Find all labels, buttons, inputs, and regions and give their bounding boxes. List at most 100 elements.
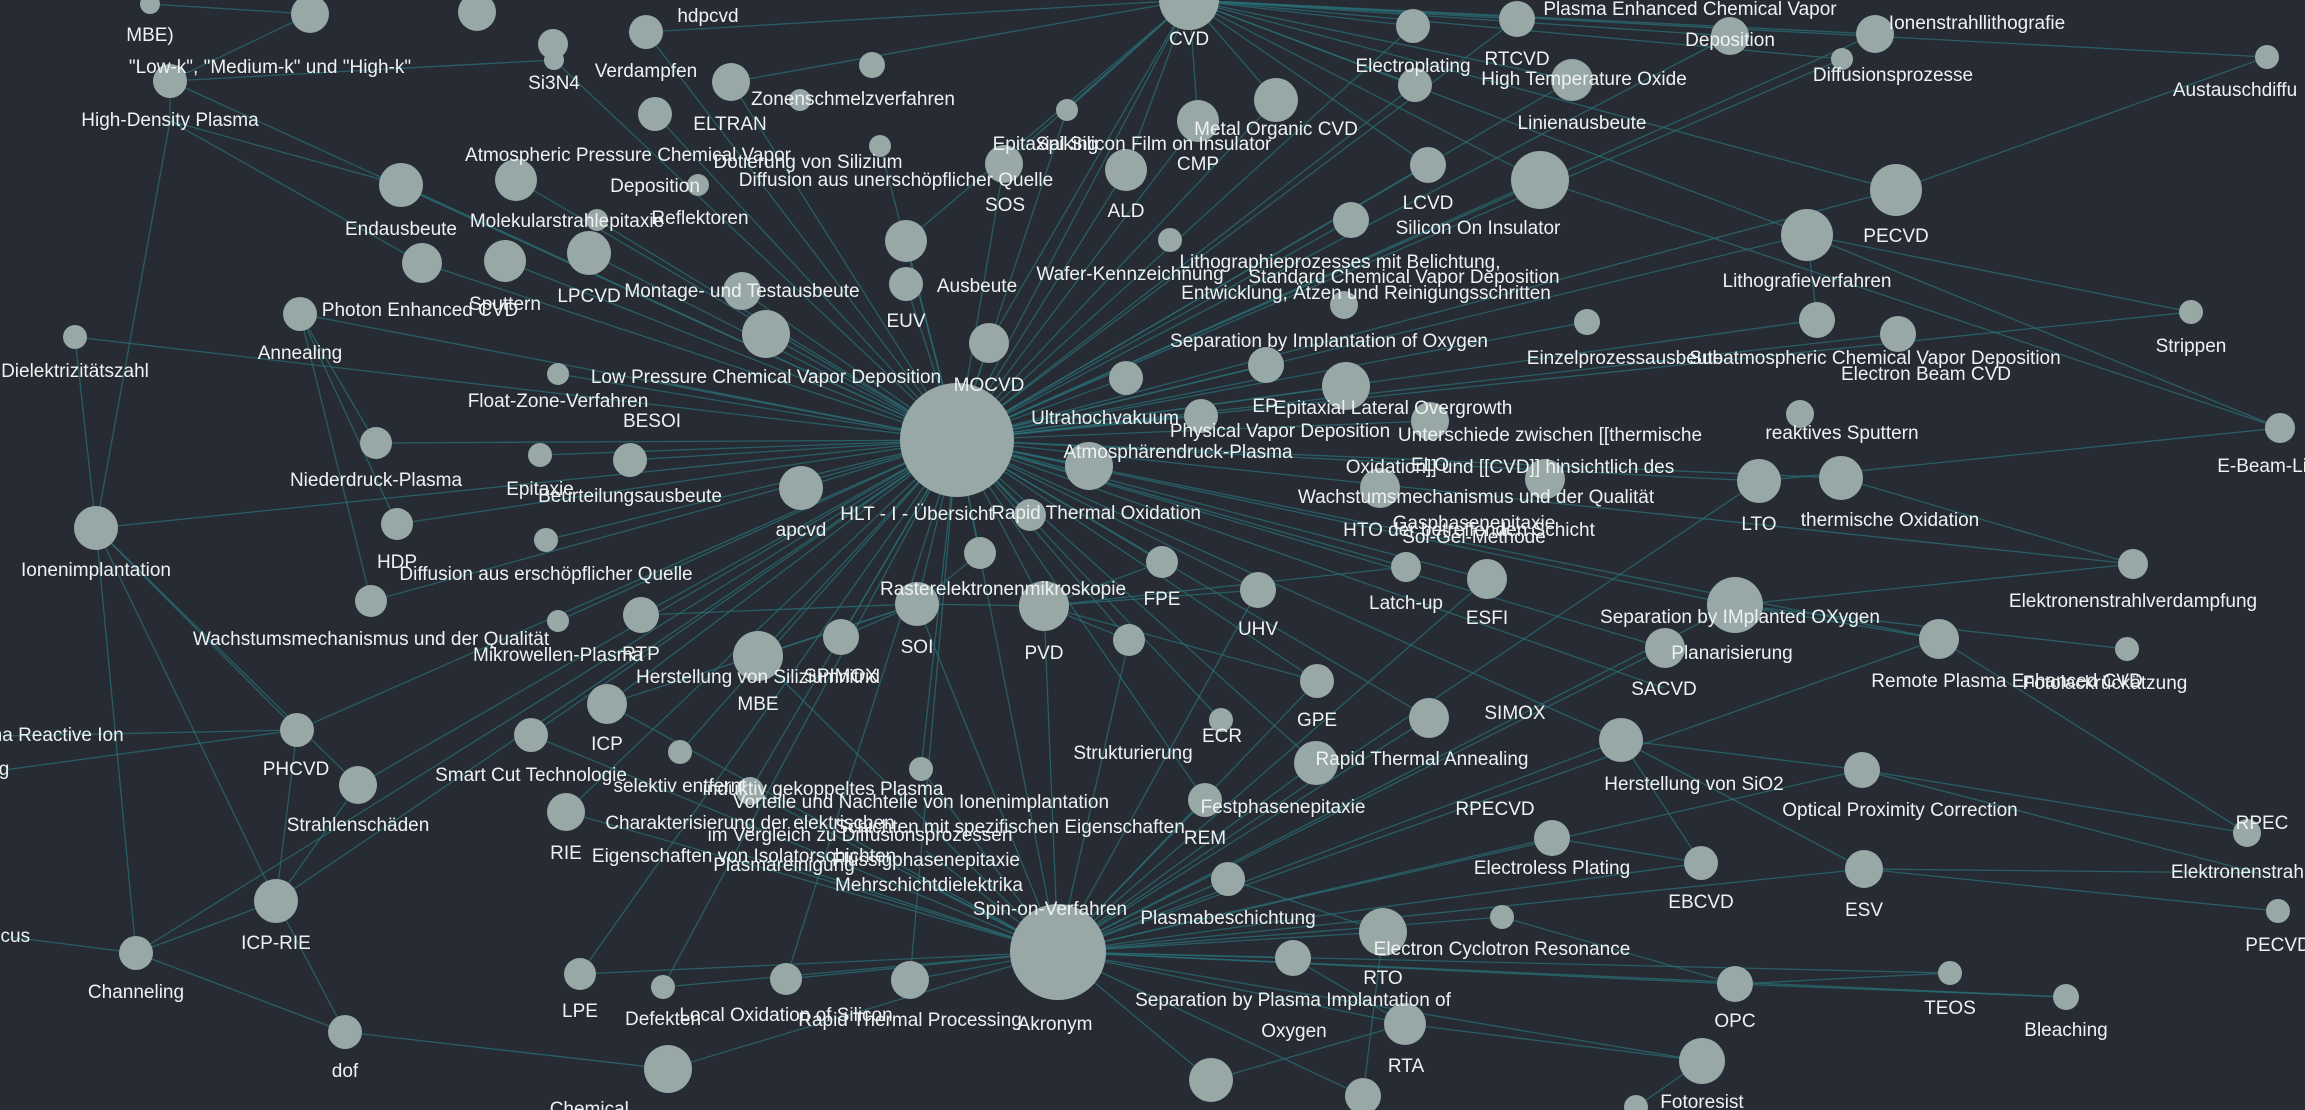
node-optprox[interactable] <box>1844 752 1880 788</box>
node-teos[interactable] <box>1938 961 1962 985</box>
node-fotoresist[interactable] <box>1679 1038 1725 1084</box>
node-mocvd[interactable] <box>969 323 1009 363</box>
node-si3n4[interactable] <box>544 50 564 70</box>
node-simox[interactable] <box>1409 698 1449 738</box>
node-icprie[interactable] <box>254 879 298 923</box>
node-ecr[interactable] <box>1113 624 1145 656</box>
node-uhv[interactable] <box>1240 572 1276 608</box>
node-apcvd[interactable] <box>779 466 823 510</box>
node-sinitrid[interactable] <box>733 631 783 681</box>
node-euv[interactable] <box>889 267 923 301</box>
node-char_elek[interactable] <box>736 777 764 805</box>
node-ald[interactable] <box>1105 149 1147 191</box>
node-epifilm[interactable] <box>985 145 1023 183</box>
node-subatm[interactable] <box>1799 302 1835 338</box>
node-strahlen[interactable] <box>339 766 377 804</box>
node-niederdruck[interactable] <box>360 427 392 459</box>
node-cvd[interactable] <box>1159 0 1219 30</box>
node-deposition_top[interactable] <box>1711 17 1749 55</box>
node-sipimox_full[interactable] <box>1275 940 1311 976</box>
node-opc[interactable] <box>1717 966 1753 1002</box>
node-atmdruck[interactable] <box>1065 442 1113 490</box>
node-apcvd_full[interactable] <box>495 159 537 201</box>
node-therm_ox[interactable] <box>1819 456 1863 500</box>
node-plasmabesch[interactable] <box>1211 862 1245 896</box>
node-montage[interactable] <box>723 272 761 310</box>
node-hdp[interactable] <box>381 508 413 540</box>
node-pvd_full[interactable] <box>1184 399 1218 433</box>
node-lpe[interactable] <box>564 958 596 990</box>
node-smartcut[interactable] <box>514 718 548 752</box>
node-strukt[interactable] <box>1209 708 1233 732</box>
node-rie[interactable] <box>547 793 585 831</box>
node-ultrahoch[interactable] <box>1109 361 1143 395</box>
node-rto[interactable] <box>1359 908 1407 956</box>
node-deposition2[interactable] <box>687 174 709 196</box>
node-esfi[interactable] <box>1467 559 1507 599</box>
node-ionenstrahllitho[interactable] <box>1856 15 1894 53</box>
node-ionenimpl[interactable] <box>74 506 118 550</box>
node-esv[interactable] <box>1845 850 1883 888</box>
node-ebverdampf[interactable] <box>2118 549 2148 579</box>
node-festphasen[interactable] <box>1188 783 1222 817</box>
node-soi_full[interactable] <box>1511 151 1569 209</box>
node-planarisierung[interactable] <box>1645 628 1685 668</box>
node-reaktsputtern[interactable] <box>1786 400 1814 428</box>
node-latchup[interactable] <box>1391 552 1421 582</box>
node-einzelprozess[interactable] <box>1574 309 1600 335</box>
node-hto_ox[interactable] <box>1551 59 1593 101</box>
node-epitaxie[interactable] <box>528 443 552 467</box>
node-n_bot3[interactable] <box>1345 1078 1381 1110</box>
node-selektiv[interactable] <box>668 740 692 764</box>
node-dotierung[interactable] <box>869 135 891 157</box>
node-ebeamlith[interactable] <box>2265 413 2295 443</box>
node-oxygen[interactable] <box>1384 1003 1426 1045</box>
node-rtcvd[interactable] <box>1499 1 1535 37</box>
node-defekten[interactable] <box>651 975 675 999</box>
node-locos[interactable] <box>770 963 802 995</box>
node-lithoprozess[interactable] <box>1158 228 1182 252</box>
node-rto_full[interactable] <box>1014 499 1046 531</box>
node-ecr_full[interactable] <box>1490 905 1514 929</box>
node-fotolack[interactable] <box>2115 637 2139 661</box>
node-diff_ersch[interactable] <box>534 528 558 552</box>
node-floatzone[interactable] <box>547 363 569 385</box>
node-spimox[interactable] <box>823 619 859 655</box>
node-photoenh[interactable] <box>402 243 442 283</box>
node-verdampfen[interactable] <box>712 63 750 101</box>
node-rta_full[interactable] <box>1294 741 1338 785</box>
node-n_bot1[interactable] <box>644 1045 692 1093</box>
node-lpcvd[interactable] <box>567 231 611 275</box>
node-soi[interactable] <box>895 582 939 626</box>
node-spinon[interactable] <box>1010 904 1106 1000</box>
node-lto[interactable] <box>1737 459 1781 503</box>
node-remote_pecvd[interactable] <box>1919 619 1959 659</box>
node-simox_imp[interactable] <box>1707 577 1763 633</box>
node-annealing[interactable] <box>283 297 317 331</box>
node-linienausbeute[interactable] <box>1398 68 1432 102</box>
node-rem_full[interactable] <box>964 537 996 569</box>
node-ausbeute[interactable] <box>885 220 927 262</box>
node-lpcvd_full[interactable] <box>742 310 790 358</box>
node-n_top1[interactable] <box>140 0 160 14</box>
node-electroplating[interactable] <box>1396 9 1430 43</box>
node-pvd[interactable] <box>1019 581 1069 631</box>
node-lithoverf[interactable] <box>1781 209 1833 261</box>
node-bleaching[interactable] <box>2053 984 2079 1010</box>
node-elo_full[interactable] <box>1322 362 1370 410</box>
node-pecvd_r[interactable] <box>2266 899 2290 923</box>
node-spiking[interactable] <box>1056 99 1078 121</box>
node-n_bot4[interactable] <box>1624 1095 1648 1110</box>
node-lowk[interactable] <box>153 64 187 98</box>
node-pecvd[interactable] <box>1870 164 1922 216</box>
node-mikrowellen[interactable] <box>547 610 569 632</box>
node-gpe[interactable] <box>1300 664 1334 698</box>
node-fpe[interactable] <box>1146 546 1178 578</box>
node-simox_full[interactable] <box>1248 347 1284 383</box>
node-sio2[interactable] <box>1599 718 1643 762</box>
node-ebcvd[interactable] <box>1684 846 1718 880</box>
node-n_ghost[interactable] <box>538 29 568 59</box>
node-unterschiede[interactable] <box>1411 402 1449 440</box>
